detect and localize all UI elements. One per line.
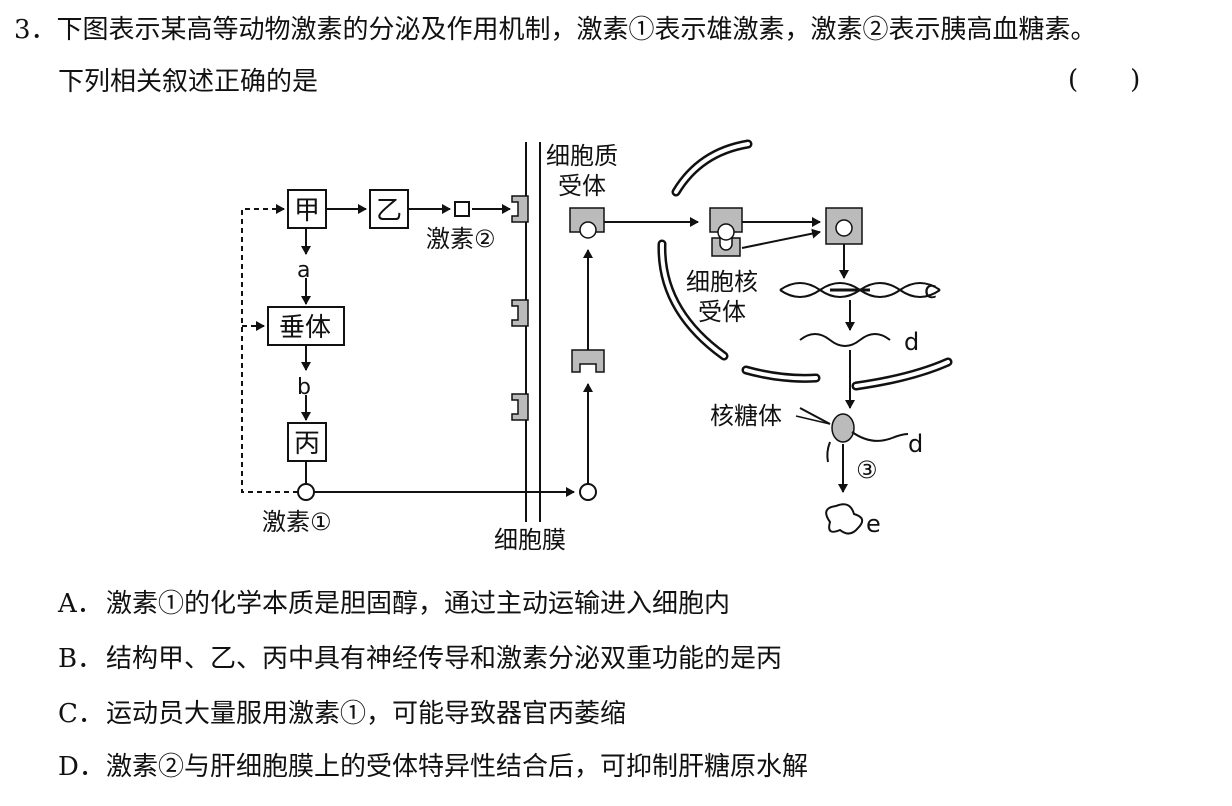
option-d-label: D． <box>58 752 105 782</box>
label-d-cytoplasm: d <box>908 430 923 458</box>
option-d[interactable]: D．激素②与肝细胞膜上的受体特异性结合后，可抑制肝糖原水解 <box>58 751 808 783</box>
bing-label: 丙 <box>294 429 320 459</box>
membrane-receptor-1 <box>511 195 529 223</box>
ribosome-shape <box>831 413 855 443</box>
option-d-text: 激素②与肝细胞膜上的受体特异性结合后，可抑制肝糖原水解 <box>106 752 809 782</box>
cell-membrane-label: 细胞膜 <box>494 526 566 554</box>
question-subtitle: 下列相关叙述正确的是 <box>58 67 319 97</box>
yi-label: 乙 <box>376 196 402 226</box>
label-e: e <box>866 510 881 538</box>
nuclear-receptor-b <box>711 237 741 257</box>
hormone1-label: 激素① <box>262 508 332 536</box>
mrna-d-cytoplasm <box>851 431 909 442</box>
option-a-label: A． <box>58 589 103 619</box>
cyto-receptor-label-line1: 细胞质 <box>546 142 618 170</box>
option-c-label: C． <box>58 699 104 729</box>
nuclear-receptor-label-line1: 细胞核 <box>686 268 758 296</box>
nuclear-receptor-label-line2: 受体 <box>698 298 746 326</box>
option-b[interactable]: B．结构甲、乙、丙中具有神经传导和激素分泌双重功能的是丙 <box>58 643 782 675</box>
yi-box <box>369 189 409 229</box>
answer-blank[interactable]: ( ) <box>1068 65 1141 95</box>
hormone2-label: 激素② <box>426 225 496 253</box>
feedback-dashed-line <box>241 204 298 493</box>
option-c[interactable]: C．运动员大量服用激素①，可能导致器官丙萎缩 <box>58 698 626 730</box>
option-a-text: 激素①的化学本质是胆固醇，通过主动运输进入细胞内 <box>106 589 731 619</box>
hormone1-circle <box>297 483 315 501</box>
option-b-label: B． <box>58 644 104 674</box>
label-b: b <box>297 375 311 400</box>
option-c-text: 运动员大量服用激素①，可能导致器官丙萎缩 <box>106 699 627 729</box>
label-d-nucleus: d <box>904 328 919 356</box>
label-c: c <box>924 276 937 304</box>
chuiti-label: 垂体 <box>279 313 331 343</box>
free-cyto-receptor <box>571 349 605 373</box>
membrane-receptor-3 <box>511 393 529 421</box>
question-title: 3．下图表示某高等动物激素的分泌及作用机制，激素①表示雄激素，激素②表示胰高血糖… <box>14 15 1097 45</box>
label-a: a <box>297 258 310 283</box>
protein-e <box>825 503 864 535</box>
option-a[interactable]: A．激素①的化学本质是胆固醇，通过主动运输进入细胞内 <box>58 588 730 620</box>
cyto-receptor-label-line2: 受体 <box>558 172 606 200</box>
jia-label: 甲 <box>294 196 320 226</box>
ribosome-label: 核糖体 <box>710 402 782 430</box>
hormone2-shape <box>454 201 470 217</box>
label-3: ③ <box>856 456 878 484</box>
membrane-receptor-2 <box>511 299 529 327</box>
mrna-d-nucleus <box>799 333 891 347</box>
option-b-text: 结构甲、乙、丙中具有神经传导和激素分泌双重功能的是丙 <box>106 644 783 674</box>
